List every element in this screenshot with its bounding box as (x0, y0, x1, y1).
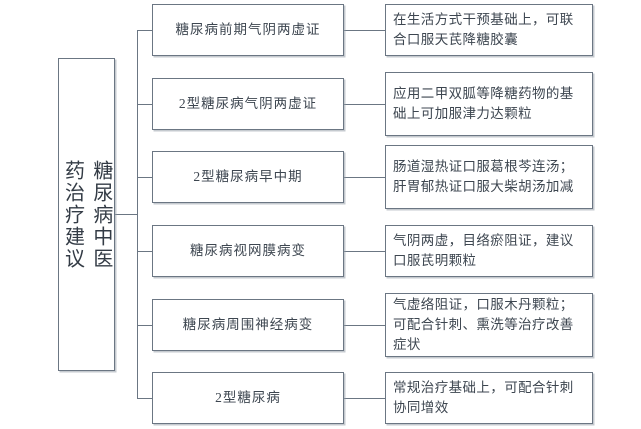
recommendation-node-3: 肠道湿热证口服葛根芩连汤；肝胃郁热证口服大柴胡汤加减 (385, 145, 593, 209)
condition-node-2: 2型糖尿病气阴两虚证 (152, 78, 344, 130)
condition-node-1-label: 糖尿病前期气阴两虚证 (175, 21, 321, 37)
recommendation-node-2: 应用二甲双胍等降糖药物的基础上可加服津力达颗粒 (385, 72, 593, 136)
recommendation-node-1: 在生活方式干预基础上，可联合口服天芪降糖胶囊 (385, 4, 593, 56)
connector-branch-1-to-detail (344, 30, 386, 31)
condition-node-6-label: 2型糖尿病 (215, 389, 281, 405)
connector-spine-to-branch-6 (137, 398, 153, 399)
condition-node-4-label: 糖尿病视网膜病变 (190, 242, 306, 258)
condition-node-3: 2型糖尿病早中期 (152, 151, 344, 203)
root-node: 糖尿病中医药治疗建议 (58, 58, 115, 371)
condition-node-5: 糖尿病周围神经病变 (152, 299, 344, 351)
condition-node-6: 2型糖尿病 (152, 372, 344, 424)
connector-spine (137, 30, 138, 399)
condition-node-2-label: 2型糖尿病气阴两虚证 (178, 95, 318, 111)
recommendation-node-5-label: 气虚络阻证，口服木丹颗粒；可配合针刺、熏洗等治疗改善症状 (393, 297, 574, 352)
connector-branch-4-to-detail (344, 251, 386, 252)
recommendation-node-6-label: 常规治疗基础上，可配合针刺协同增效 (393, 380, 574, 415)
condition-node-4: 糖尿病视网膜病变 (152, 225, 344, 277)
connector-branch-5-to-detail (344, 325, 386, 326)
condition-node-1: 糖尿病前期气阴两虚证 (152, 4, 344, 56)
recommendation-node-4-label: 气阴两虚，目络瘀阻证，建议口服芪明颗粒 (393, 233, 574, 268)
recommendation-node-4: 气阴两虚，目络瘀阻证，建议口服芪明颗粒 (385, 225, 593, 277)
connector-spine-to-branch-4 (137, 251, 153, 252)
condition-node-3-label: 2型糖尿病早中期 (193, 168, 303, 184)
connector-spine-to-branch-5 (137, 325, 153, 326)
recommendation-node-6: 常规治疗基础上，可配合针刺协同增效 (385, 372, 593, 424)
connector-branch-2-to-detail (344, 104, 386, 105)
recommendation-node-2-label: 应用二甲双胍等降糖药物的基础上可加服津力达颗粒 (393, 86, 574, 121)
connector-branch-3-to-detail (344, 177, 386, 178)
connector-spine-to-branch-1 (137, 30, 153, 31)
root-node-label: 糖尿病中医药治疗建议 (61, 159, 112, 270)
connector-branch-6-to-detail (344, 398, 386, 399)
connector-spine-to-branch-2 (137, 104, 153, 105)
connector-spine-to-branch-3 (137, 177, 153, 178)
recommendation-node-1-label: 在生活方式干预基础上，可联合口服天芪降糖胶囊 (393, 12, 574, 47)
connector-root-stub (115, 214, 138, 215)
recommendation-node-5: 气虚络阻证，口服木丹颗粒；可配合针刺、熏洗等治疗改善症状 (385, 293, 593, 357)
condition-node-5-label: 糖尿病周围神经病变 (182, 316, 314, 332)
recommendation-node-3-label: 肠道湿热证口服葛根芩连汤；肝胃郁热证口服大柴胡汤加减 (393, 159, 574, 194)
